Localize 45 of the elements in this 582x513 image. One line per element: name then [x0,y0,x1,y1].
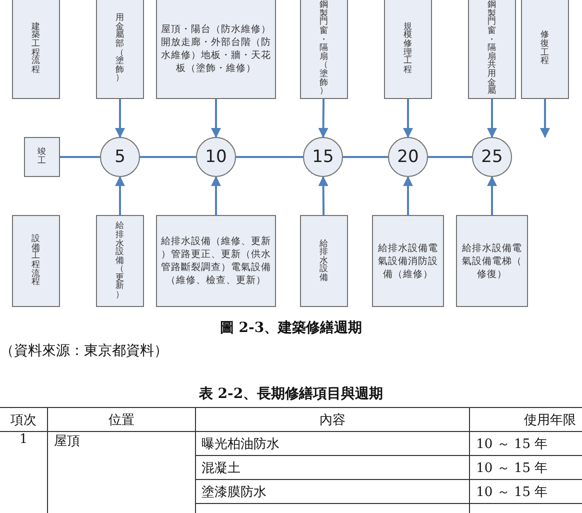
table-cell: 使用年限 [470,408,582,432]
process-box: 設備工程流程 [12,215,60,307]
arrow [318,176,328,216]
table-cell: 混凝土 [195,456,470,480]
table-cell: 內容 [195,408,470,432]
process-box: 屋頂・陽台（防水維修）開放走廊・外部台階（防水維修）地板・牆・天花板（塗飾・維修） [156,0,276,99]
process-box: 給排水設備（更新） [96,215,144,307]
process-box: 給排水設備電氣設備消防設備（維修） [372,215,444,307]
process-box: 建築工程流程 [12,0,60,99]
process-box: 鋼製門窗・隔扇（塗飾） [300,0,348,99]
year-circle: 20 [388,137,428,177]
source-note: （資料來源：東京都資料） [0,342,168,360]
connector-line [343,156,388,158]
table-cell: 項次 [0,408,48,432]
process-box: 規模修理工程 [384,0,432,99]
year-circle: 5 [100,137,140,177]
arrow [403,99,413,138]
process-box: 給排水設備電氣設備電梯（修復） [456,215,528,307]
arrow [211,99,221,138]
process-box: 用金屬部（塗飾） [96,0,144,99]
arrow [115,99,125,138]
arrow [540,99,550,138]
arrow [115,176,125,215]
process-box: 給排水設備 [300,215,348,307]
connector-line [140,156,196,158]
arrow [403,176,413,215]
connector-line [236,156,303,158]
table-title: 表 2-2、長期修繕項目與週期 [198,385,384,403]
connector-line [428,156,472,158]
year-circle: 25 [472,137,512,177]
year-circle: 10 [196,137,236,177]
figure-title: 圖 2-3、建築修繕週期 [218,319,364,337]
arrow [318,98,328,138]
table-cell: 位置 [47,408,196,432]
arrow [211,176,221,215]
table-cell: 曝光柏油防水 [195,432,470,456]
year-circle: 15 [303,137,343,177]
connector-line [60,156,100,158]
process-box: 修復工程 [521,0,569,99]
table-cell: 塗漆膜防水 [195,480,470,504]
process-box: 竣工 [24,137,60,177]
process-box: 給排水設備（維修、更新）管路更正、更新（供水管路斷裂調查）電氣設備（維修、檢查、更新） [156,215,276,307]
arrow [487,99,497,138]
arrow [487,176,497,215]
process-box: 鋼製門窗・隔扇共用金屬 [468,0,516,99]
